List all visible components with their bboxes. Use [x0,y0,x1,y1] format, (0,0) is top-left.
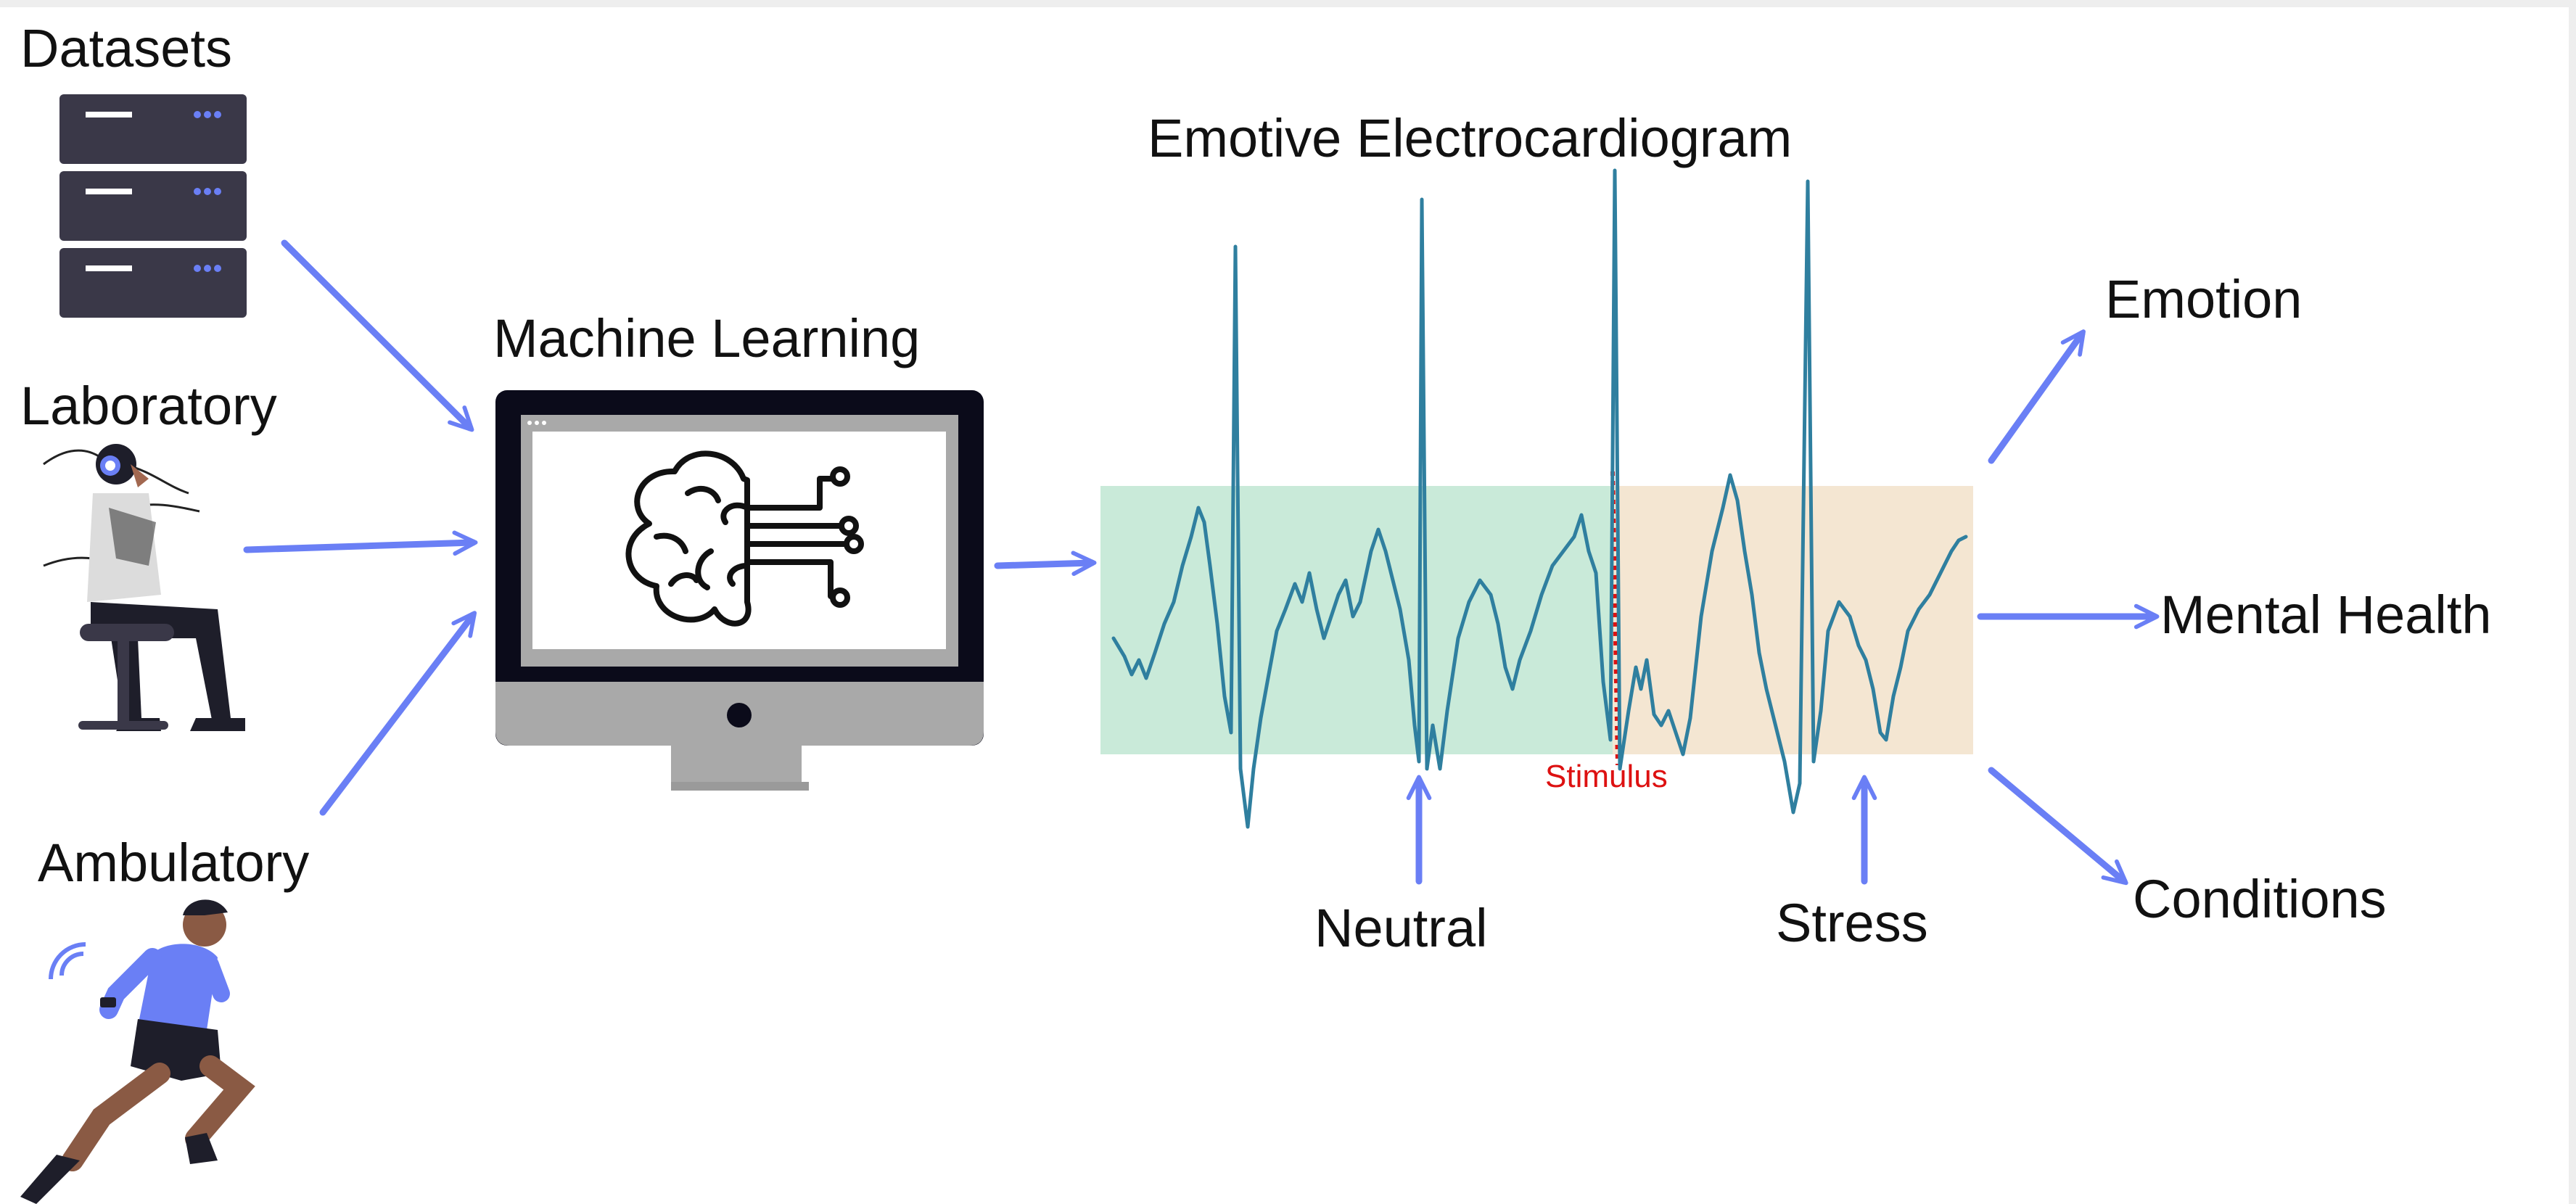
datasets-label: Datasets [20,18,232,78]
mental-health-label: Mental Health [2160,585,2492,645]
emotion-label: Emotion [2105,269,2302,329]
laboratory-label: Laboratory [20,376,277,436]
server-rack-icon [59,94,247,318]
neutral-region [1100,486,1613,754]
conditions-arrow [1988,767,2128,886]
runner-icon [20,899,255,1204]
output-arrows [1977,329,2160,886]
computer-monitor-icon [495,390,984,791]
conditions-label: Conditions [2133,869,2387,929]
brain-circuit-icon [625,450,864,627]
neutral-label: Neutral [1314,898,1488,958]
ml-to-ecg-arrow [994,551,1097,577]
ambulatory-label: Ambulatory [38,833,309,893]
datasets-arrow [281,239,474,432]
lab-subject-icon [43,444,245,731]
ambulatory-arrow [319,611,477,816]
emotion-arrow [1988,329,2086,464]
ecg-trace [1111,168,1968,829]
stress-label: Stress [1776,893,1928,953]
machine-learning-label: Machine Learning [493,308,920,368]
stimulus-label: Stimulus [1545,759,1668,794]
laboratory-arrow [243,530,478,556]
ecg-title: Emotive Electrocardiogram [1148,108,1792,168]
source-arrows [243,239,478,816]
